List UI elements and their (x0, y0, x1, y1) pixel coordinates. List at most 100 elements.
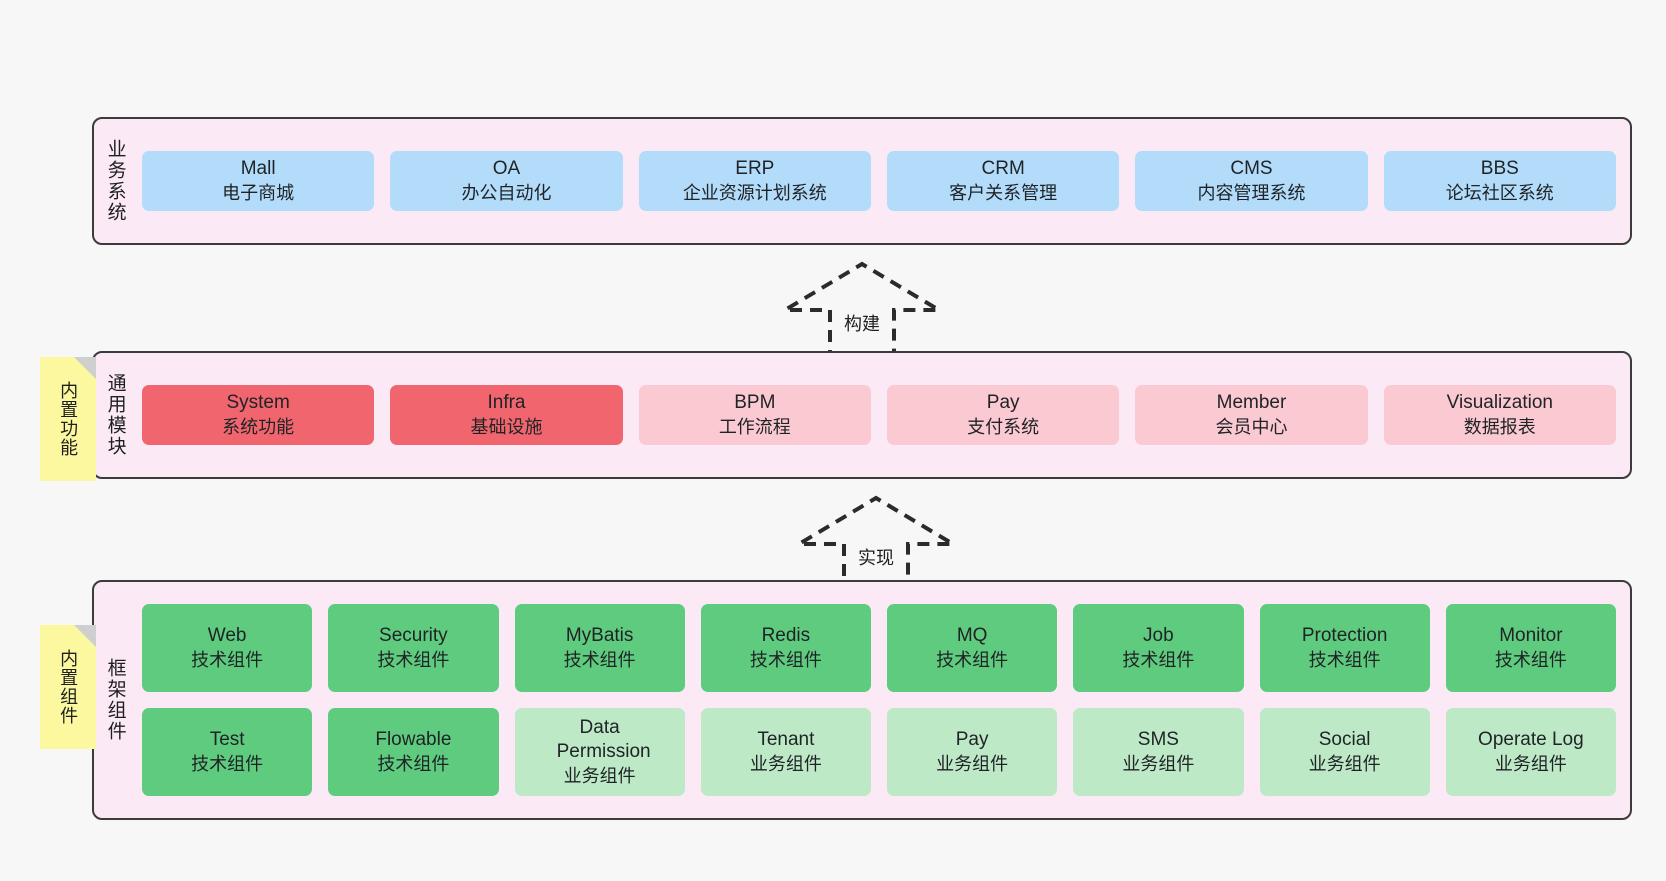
cell-en-label: Data Permission (556, 717, 651, 763)
cell-cn-label: 技术组件 (936, 649, 1009, 670)
cell-cn-label: 业务组件 (936, 753, 1009, 774)
cell-cn-label: 技术组件 (749, 649, 822, 670)
component-cell-sms[interactable]: SMS 业务组件 (1073, 708, 1244, 796)
business-cell-crm[interactable]: CRM 客户关系管理 (886, 151, 1120, 211)
cell-en-label: Infra (487, 392, 526, 414)
cell-en-label: BBS (1480, 158, 1519, 180)
cell-en-label: ERP (735, 158, 775, 180)
business-system-row: Mall 电子商城 OA 办公自动化 ERP 企业资源计划系统 CRM 客户关系… (142, 151, 1616, 211)
layer-title-common-module: 通用模块 (104, 373, 126, 457)
module-cell-member[interactable]: Member 会员中心 (1135, 385, 1368, 445)
component-cell-security[interactable]: Security 技术组件 (328, 604, 499, 692)
module-cell-visualization[interactable]: Visualization 数据报表 (1383, 385, 1616, 445)
layer-framework-component: 框架组件 Web 技术组件 Security 技术组件 MyBatis 技术组件… (92, 580, 1632, 820)
note-builtin-component: 内置组件 (40, 625, 96, 749)
note-label: 内置组件 (58, 649, 79, 725)
cell-en-label: CMS (1230, 158, 1273, 180)
business-cell-oa[interactable]: OA 办公自动化 (390, 151, 623, 211)
cell-en-label: SMS (1137, 729, 1179, 751)
cell-en-label: Tenant (757, 729, 815, 751)
note-fold-icon (74, 625, 96, 647)
cell-cn-label: 技术组件 (1308, 649, 1381, 670)
framework-tech-row: Web 技术组件 Security 技术组件 MyBatis 技术组件 Redi… (142, 604, 1616, 692)
module-cell-bpm[interactable]: BPM 工作流程 (638, 385, 871, 445)
cell-cn-label: 技术组件 (377, 753, 450, 774)
cell-en-label: Job (1143, 625, 1174, 647)
build-arrow-shape (777, 261, 947, 362)
cell-cn-label: 业务组件 (749, 753, 822, 774)
cell-cn-label: 技术组件 (191, 753, 264, 774)
module-cell-system[interactable]: System 系统功能 (142, 385, 375, 445)
cell-en-label: MyBatis (565, 625, 634, 647)
component-cell-monitor[interactable]: Monitor 技术组件 (1445, 604, 1616, 692)
business-cell-mall[interactable]: Mall 电子商城 (142, 151, 375, 211)
cell-cn-label: 业务组件 (1494, 753, 1567, 774)
framework-biz-row: Test 技术组件 Flowable 技术组件 Data Permission … (142, 708, 1616, 796)
layer-body-common-module: System 系统功能 Infra 基础设施 BPM 工作流程 Pay 支付系统… (136, 353, 1630, 477)
cell-en-label: Protection (1301, 625, 1388, 647)
component-cell-protection[interactable]: Protection 技术组件 (1259, 604, 1430, 692)
layer-title-framework-component: 框架组件 (104, 658, 126, 742)
note-label: 内置功能 (58, 381, 79, 457)
component-cell-redis[interactable]: Redis 技术组件 (700, 604, 871, 692)
component-cell-operate-log[interactable]: Operate Log 业务组件 (1445, 708, 1616, 796)
cell-en-label: Monitor (1499, 625, 1563, 647)
cell-en-label: Operate Log (1478, 729, 1584, 751)
cell-en-label: Member (1216, 392, 1287, 414)
cell-cn-label: 技术组件 (191, 649, 264, 670)
cell-cn-label: 业务组件 (1308, 753, 1381, 774)
cell-cn-label: 工作流程 (718, 416, 791, 437)
cell-cn-label: 技术组件 (563, 649, 636, 670)
cell-cn-label: 业务组件 (563, 765, 636, 786)
cell-cn-label: 客户关系管理 (949, 182, 1058, 203)
layer-business-system: 业务系统 Mall 电子商城 OA 办公自动化 ERP 企业资源计划系统 CRM… (92, 117, 1632, 245)
business-cell-erp[interactable]: ERP 企业资源计划系统 (638, 151, 871, 211)
cell-en-label: OA (492, 158, 521, 180)
cell-en-label: Security (379, 625, 448, 647)
component-cell-social[interactable]: Social 业务组件 (1259, 708, 1430, 796)
component-cell-mybatis[interactable]: MyBatis 技术组件 (514, 604, 685, 692)
layer-body-business-system: Mall 电子商城 OA 办公自动化 ERP 企业资源计划系统 CRM 客户关系… (136, 119, 1630, 243)
component-cell-mq[interactable]: MQ 技术组件 (887, 604, 1058, 692)
cell-en-label: Mall (240, 158, 276, 180)
component-cell-data-permission[interactable]: Data Permission 业务组件 (514, 708, 685, 796)
cell-en-label: Pay (986, 392, 1020, 414)
cell-en-label: BPM (734, 392, 776, 414)
cell-cn-label: 技术组件 (1122, 649, 1195, 670)
component-cell-tenant[interactable]: Tenant 业务组件 (700, 708, 871, 796)
cell-en-label: MQ (956, 625, 988, 647)
component-cell-web[interactable]: Web 技术组件 (142, 604, 313, 692)
cell-en-label: Web (207, 625, 247, 647)
module-cell-infra[interactable]: Infra 基础设施 (390, 385, 623, 445)
common-module-row: System 系统功能 Infra 基础设施 BPM 工作流程 Pay 支付系统… (142, 385, 1616, 445)
cell-cn-label: 业务组件 (1122, 753, 1195, 774)
component-cell-test[interactable]: Test 技术组件 (142, 708, 313, 796)
module-cell-pay[interactable]: Pay 支付系统 (886, 385, 1120, 445)
cell-en-label: Social (1318, 729, 1371, 751)
cell-en-label: Test (209, 729, 245, 751)
cell-cn-label: 技术组件 (1494, 649, 1567, 670)
implement-arrow-shape (791, 495, 961, 596)
component-cell-job[interactable]: Job 技术组件 (1073, 604, 1244, 692)
component-cell-pay[interactable]: Pay 业务组件 (887, 708, 1058, 796)
layer-title-business-system: 业务系统 (104, 139, 126, 223)
cell-en-label: Visualization (1446, 392, 1553, 414)
business-cell-bbs[interactable]: BBS 论坛社区系统 (1383, 151, 1616, 211)
layer-body-framework-component: Web 技术组件 Security 技术组件 MyBatis 技术组件 Redi… (136, 582, 1630, 818)
cell-cn-label: 电子商城 (222, 182, 295, 203)
cell-en-label: System (226, 392, 290, 414)
component-cell-flowable[interactable]: Flowable 技术组件 (328, 708, 499, 796)
cell-cn-label: 内容管理系统 (1197, 182, 1306, 203)
cell-en-label: Flowable (375, 729, 452, 751)
cell-en-label: Redis (761, 625, 811, 647)
note-builtin-function: 内置功能 (40, 357, 96, 481)
cell-cn-label: 论坛社区系统 (1445, 182, 1554, 203)
cell-en-label: CRM (981, 158, 1025, 180)
cell-en-label: Pay (955, 729, 989, 751)
cell-cn-label: 办公自动化 (461, 182, 552, 203)
business-cell-cms[interactable]: CMS 内容管理系统 (1135, 151, 1368, 211)
cell-cn-label: 基础设施 (470, 416, 543, 437)
cell-cn-label: 会员中心 (1215, 416, 1288, 437)
layer-common-module: 通用模块 System 系统功能 Infra 基础设施 BPM 工作流程 Pay… (92, 351, 1632, 479)
